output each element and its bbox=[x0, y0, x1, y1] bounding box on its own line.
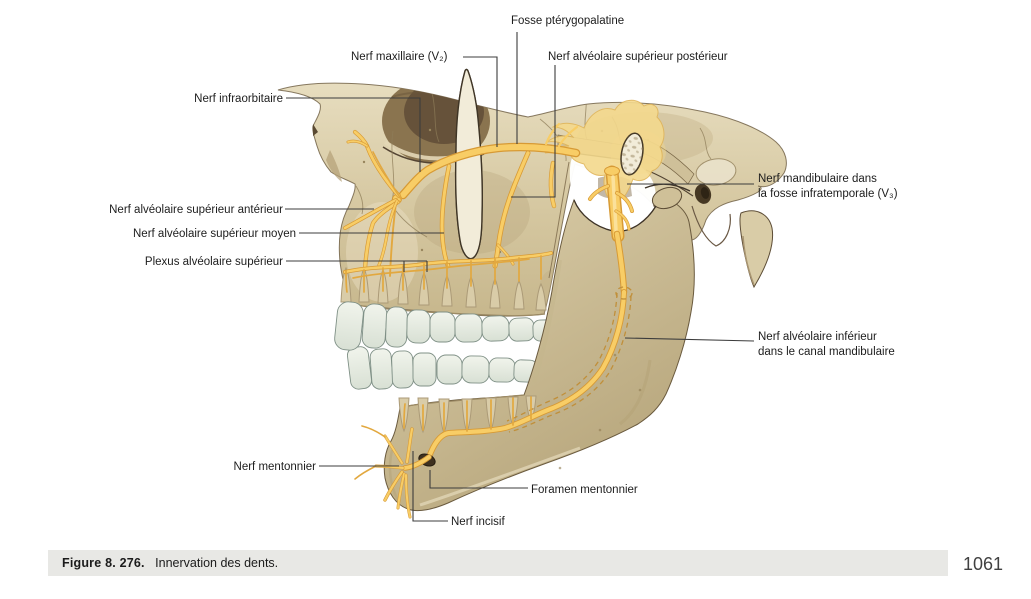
leader-lines bbox=[285, 32, 755, 522]
leader-nerf-incisif bbox=[412, 451, 448, 522]
ear-region bbox=[691, 158, 737, 247]
leader-nerf-alv-inferieur bbox=[624, 337, 755, 342]
label-nerf-alveolaire-inferieur-line2: dans le canal mandibulaire bbox=[758, 346, 895, 358]
nasal-aperture-shade bbox=[326, 150, 342, 182]
nerf-alveolaire-sup-moyen-path bbox=[439, 163, 452, 269]
label-nerf-mentonnier: Nerf mentonnier bbox=[233, 461, 316, 473]
nerf-mandibulaire-v3 bbox=[588, 165, 634, 296]
label-nerf-mandibulaire-line2: la fosse infratemporale (V₃) bbox=[758, 188, 898, 200]
label-nerf-mandibulaire: Nerf mandibulaire dans la fosse infratem… bbox=[758, 172, 938, 202]
nerf-alveolaire-sup-anterieur-path bbox=[362, 199, 401, 272]
nerf-alveolaire-inferieur-path bbox=[403, 286, 633, 464]
label-plexus-alveolaire-superieur: Plexus alvéolaire supérieur bbox=[144, 256, 283, 268]
nerf-maxillaire-v2 bbox=[398, 122, 581, 200]
figure-caption-number: Figure 8. 276. bbox=[62, 556, 145, 570]
label-nerf-alveolaire-sup-anterieur: Nerf alvéolaire supérieur antérieur bbox=[109, 204, 283, 216]
leader-nerf-infraorbitaire bbox=[286, 97, 421, 172]
label-nerf-mandibulaire-line1: Nerf mandibulaire dans bbox=[758, 173, 877, 185]
skull-upper bbox=[277, 82, 787, 317]
figure-caption-title: Innervation des dents. bbox=[155, 556, 279, 570]
lower-teeth bbox=[346, 346, 538, 390]
figure-caption: Figure 8. 276. Innervation des dents. bbox=[62, 556, 278, 570]
lower-gumline bbox=[399, 394, 525, 408]
label-nerf-incisif: Nerf incisif bbox=[451, 516, 505, 528]
plexus-alveolaire-superieur-path bbox=[343, 251, 553, 293]
label-nerf-alveolaire-inferieur: Nerf alvéolaire inférieur dans le canal … bbox=[758, 330, 938, 360]
articular-fossa bbox=[695, 158, 737, 186]
label-nerf-alveolaire-sup-posterieur: Nerf alvéolaire supérieur postérieur bbox=[548, 51, 728, 63]
condyle bbox=[651, 186, 683, 210]
styloid-process bbox=[739, 210, 774, 289]
label-foramen-mentonnier: Foramen mentonnier bbox=[531, 484, 638, 496]
label-fosse-pterygopalatine: Fosse ptérygopalatine bbox=[511, 15, 625, 27]
page-number: 1061 bbox=[963, 554, 1004, 574]
label-nerf-infraorbitaire: Nerf infraorbitaire bbox=[194, 93, 283, 105]
nerves bbox=[343, 122, 634, 519]
upper-teeth bbox=[334, 301, 555, 351]
nerf-mentonnier-branches bbox=[354, 425, 432, 519]
label-nerf-alveolaire-sup-moyen: Nerf alvéolaire supérieur moyen bbox=[133, 228, 296, 240]
leader-foramen-mentonnier bbox=[429, 470, 528, 489]
zygomatic-cut-section bbox=[620, 132, 644, 176]
nasal-notch bbox=[313, 124, 318, 136]
leader-nerf-maxillaire bbox=[463, 56, 498, 147]
label-nerf-maxillaire: Nerf maxillaire (V₂) bbox=[351, 51, 448, 63]
figure-caption-bar: Figure 8. 276. Innervation des dents. bbox=[48, 550, 948, 576]
label-nerf-alveolaire-inferieur-line1: Nerf alvéolaire inférieur bbox=[758, 331, 877, 343]
leader-nerf-alv-sup-posterieur bbox=[511, 65, 556, 198]
sectioned-bone-strip bbox=[454, 68, 483, 260]
nerf-infraorbitaire-branches bbox=[343, 129, 402, 277]
